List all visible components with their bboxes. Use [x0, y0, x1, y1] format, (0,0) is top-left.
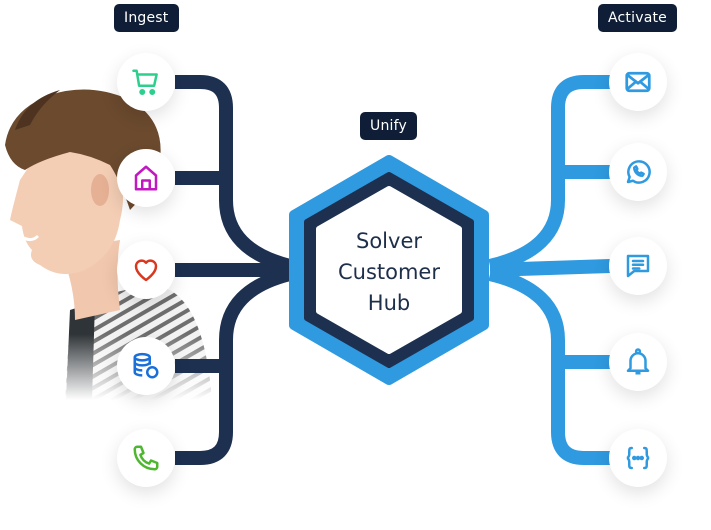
whatsapp-icon — [626, 160, 651, 184]
connector-phone — [175, 267, 292, 465]
ingest-label: Ingest — [114, 4, 179, 32]
ingest-connectors — [175, 75, 292, 465]
activate-label: Activate — [598, 4, 677, 32]
connector-email — [488, 75, 610, 273]
unify-label: Unify — [360, 112, 417, 140]
activate-node-whatsapp[interactable] — [609, 143, 667, 201]
bell-icon — [626, 348, 650, 375]
activate-node-email[interactable] — [609, 53, 667, 111]
activate-connectors — [488, 75, 611, 465]
ingest-node-heart[interactable] — [117, 241, 175, 299]
database-icon — [133, 352, 159, 379]
activate-node-bell[interactable] — [609, 333, 667, 391]
hub-title-line1: Solver — [356, 229, 422, 253]
heart-icon — [134, 259, 158, 282]
ingest-node-database[interactable] — [117, 337, 175, 395]
hub-hexagon — [289, 155, 489, 385]
hub-title-line3: Hub — [367, 291, 411, 315]
chat-message-icon — [626, 254, 650, 278]
connector-cart — [175, 75, 292, 273]
hub-title-line2: Customer — [337, 260, 440, 284]
ingest-node-home[interactable] — [117, 149, 175, 207]
connector-code — [488, 267, 610, 465]
home-icon — [134, 165, 158, 191]
ingest-node-phone[interactable] — [117, 429, 175, 487]
shopping-cart-icon — [132, 69, 158, 96]
phone-icon — [133, 445, 159, 471]
email-icon — [625, 71, 651, 93]
hub-title: Solver Customer Hub — [319, 226, 459, 319]
ingest-node-cart[interactable] — [117, 53, 175, 111]
activate-node-chat[interactable] — [609, 237, 667, 295]
activate-node-code[interactable] — [609, 429, 667, 487]
person-photo — [0, 70, 215, 400]
code-braces-icon — [626, 446, 650, 470]
connector-chat — [489, 259, 611, 277]
